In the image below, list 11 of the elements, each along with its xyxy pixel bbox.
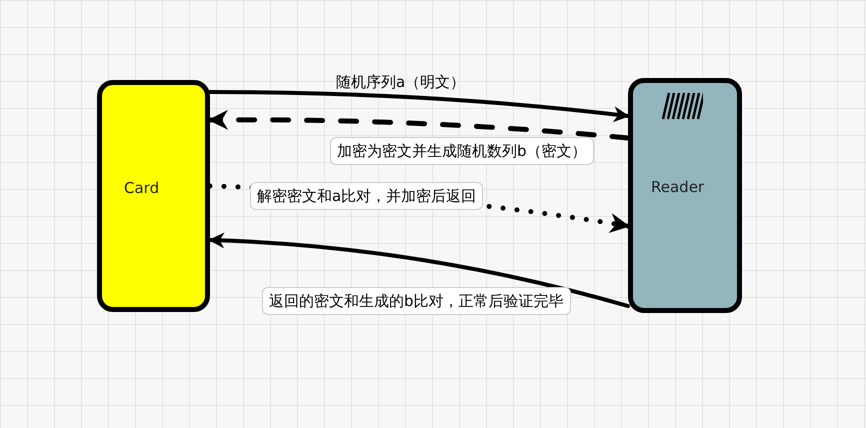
edge-label: 返回的密文和生成的b比对，正常后验证完毕 [262, 287, 571, 315]
edge-label: 随机序列a（明文） [336, 72, 466, 92]
device-box [97, 80, 210, 312]
node-label: Reader [651, 177, 704, 198]
node-label: Card [124, 178, 160, 199]
arrow [208, 110, 630, 140]
device-box [628, 78, 742, 313]
edge-label: 解密密文和a比对，并加密后返回 [250, 182, 484, 210]
edge-label: 加密为密文并生成随机数列b（密文） [330, 137, 594, 165]
arrow [208, 232, 630, 308]
arrow [208, 90, 630, 122]
